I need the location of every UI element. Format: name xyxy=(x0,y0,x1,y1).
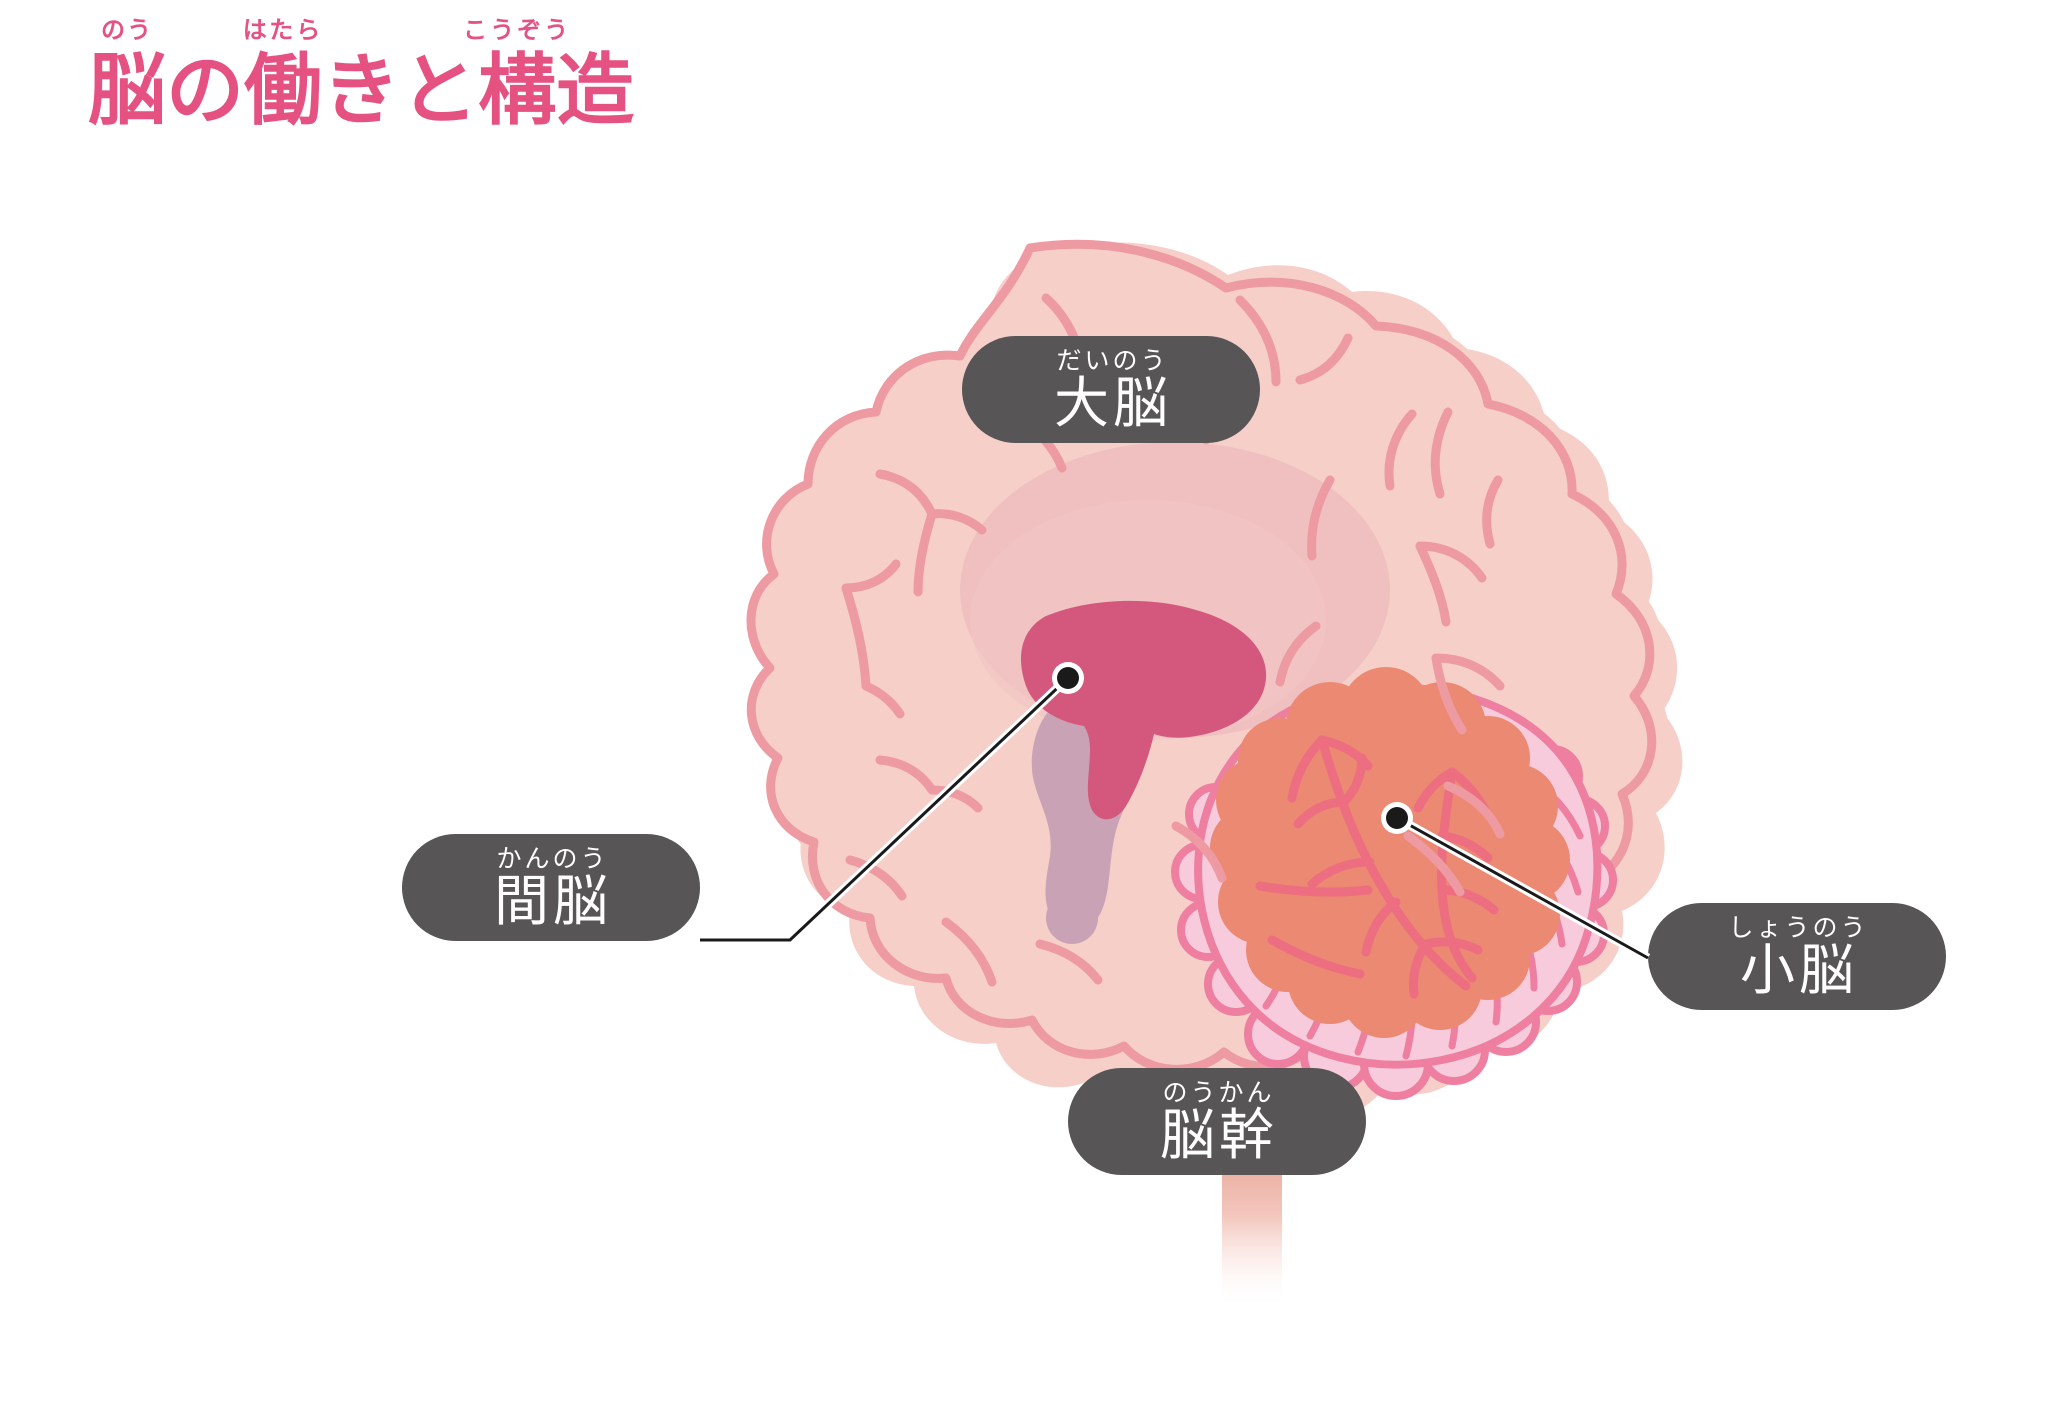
label-diencephalon-ruby: かんのう xyxy=(496,844,609,873)
title-char-6: こうぞう 構 xyxy=(463,18,568,130)
title-glyph-7: 造 xyxy=(556,46,635,136)
title-char-5: と xyxy=(400,52,478,130)
label-brainstem-ruby: のうかん xyxy=(1162,1078,1275,1107)
title-char-3: はたら 働 xyxy=(243,18,322,130)
thalamus-shape xyxy=(1020,600,1267,820)
title-glyph-3: 働 xyxy=(244,46,323,136)
title-ruby-1: のう xyxy=(101,16,153,44)
label-diencephalon-text: 間脳 xyxy=(493,869,612,933)
title-ruby-6: こうぞう xyxy=(463,16,572,44)
label-cerebellum[interactable]: しょうのう 小脳 xyxy=(1648,903,1946,1010)
label-cerebrum-text: 大脳 xyxy=(1053,371,1172,435)
title-char-4: き xyxy=(322,52,400,130)
title-glyph-4: き xyxy=(322,46,401,136)
label-cerebellum-text: 小脳 xyxy=(1739,938,1858,1002)
label-cerebrum[interactable]: だいのう 大脳 xyxy=(962,336,1260,443)
label-brainstem[interactable]: のうかん 脳幹 xyxy=(1068,1068,1366,1175)
title-line: のう 脳 の はたら 働 き と こうぞう 構 造 xyxy=(88,18,634,130)
label-cerebellum-ruby: しょうのう xyxy=(1728,913,1869,942)
label-diencephalon[interactable]: かんのう 間脳 xyxy=(402,834,700,941)
title-char-1: のう 脳 xyxy=(88,18,166,130)
title-glyph-5: と xyxy=(400,46,479,136)
label-cerebrum-ruby: だいのう xyxy=(1056,346,1169,375)
title-char-2: の xyxy=(166,52,244,130)
label-brainstem-text: 脳幹 xyxy=(1159,1103,1278,1167)
title-glyph-6: 構 xyxy=(478,46,557,136)
page-title: のう 脳 の はたら 働 き と こうぞう 構 造 xyxy=(88,18,634,130)
title-glyph-1: 脳 xyxy=(88,46,167,136)
title-ruby-3: はたら xyxy=(242,16,324,44)
title-glyph-2: の xyxy=(166,46,245,136)
title-char-7: 造 xyxy=(556,52,634,130)
